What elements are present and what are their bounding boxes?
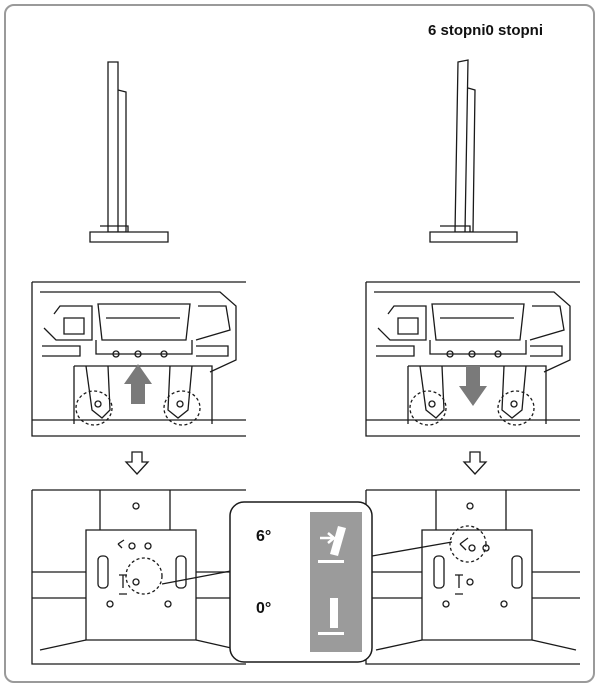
- callout-leader-left: [161, 569, 237, 585]
- step-arrow-right-icon: [462, 451, 488, 475]
- angle-caption: 6 stopni0 stopni: [428, 22, 544, 39]
- tilt-6-label: 6°: [256, 528, 272, 545]
- hinge-panel-left: [31, 281, 246, 437]
- callout-leader-right: [371, 541, 453, 557]
- plate-panel-left: [31, 489, 246, 665]
- tv-side-view-left: [89, 61, 169, 243]
- down-arrow-icon: [459, 366, 487, 406]
- tilt-0-label: 0°: [256, 600, 272, 617]
- step-arrow-left-icon: [124, 451, 150, 475]
- angle-callout: [229, 501, 373, 663]
- plate-panel-right: [365, 489, 580, 665]
- tv-side-view-right: [429, 59, 518, 243]
- hinge-panel-right: [365, 281, 580, 437]
- up-arrow-icon: [124, 364, 152, 404]
